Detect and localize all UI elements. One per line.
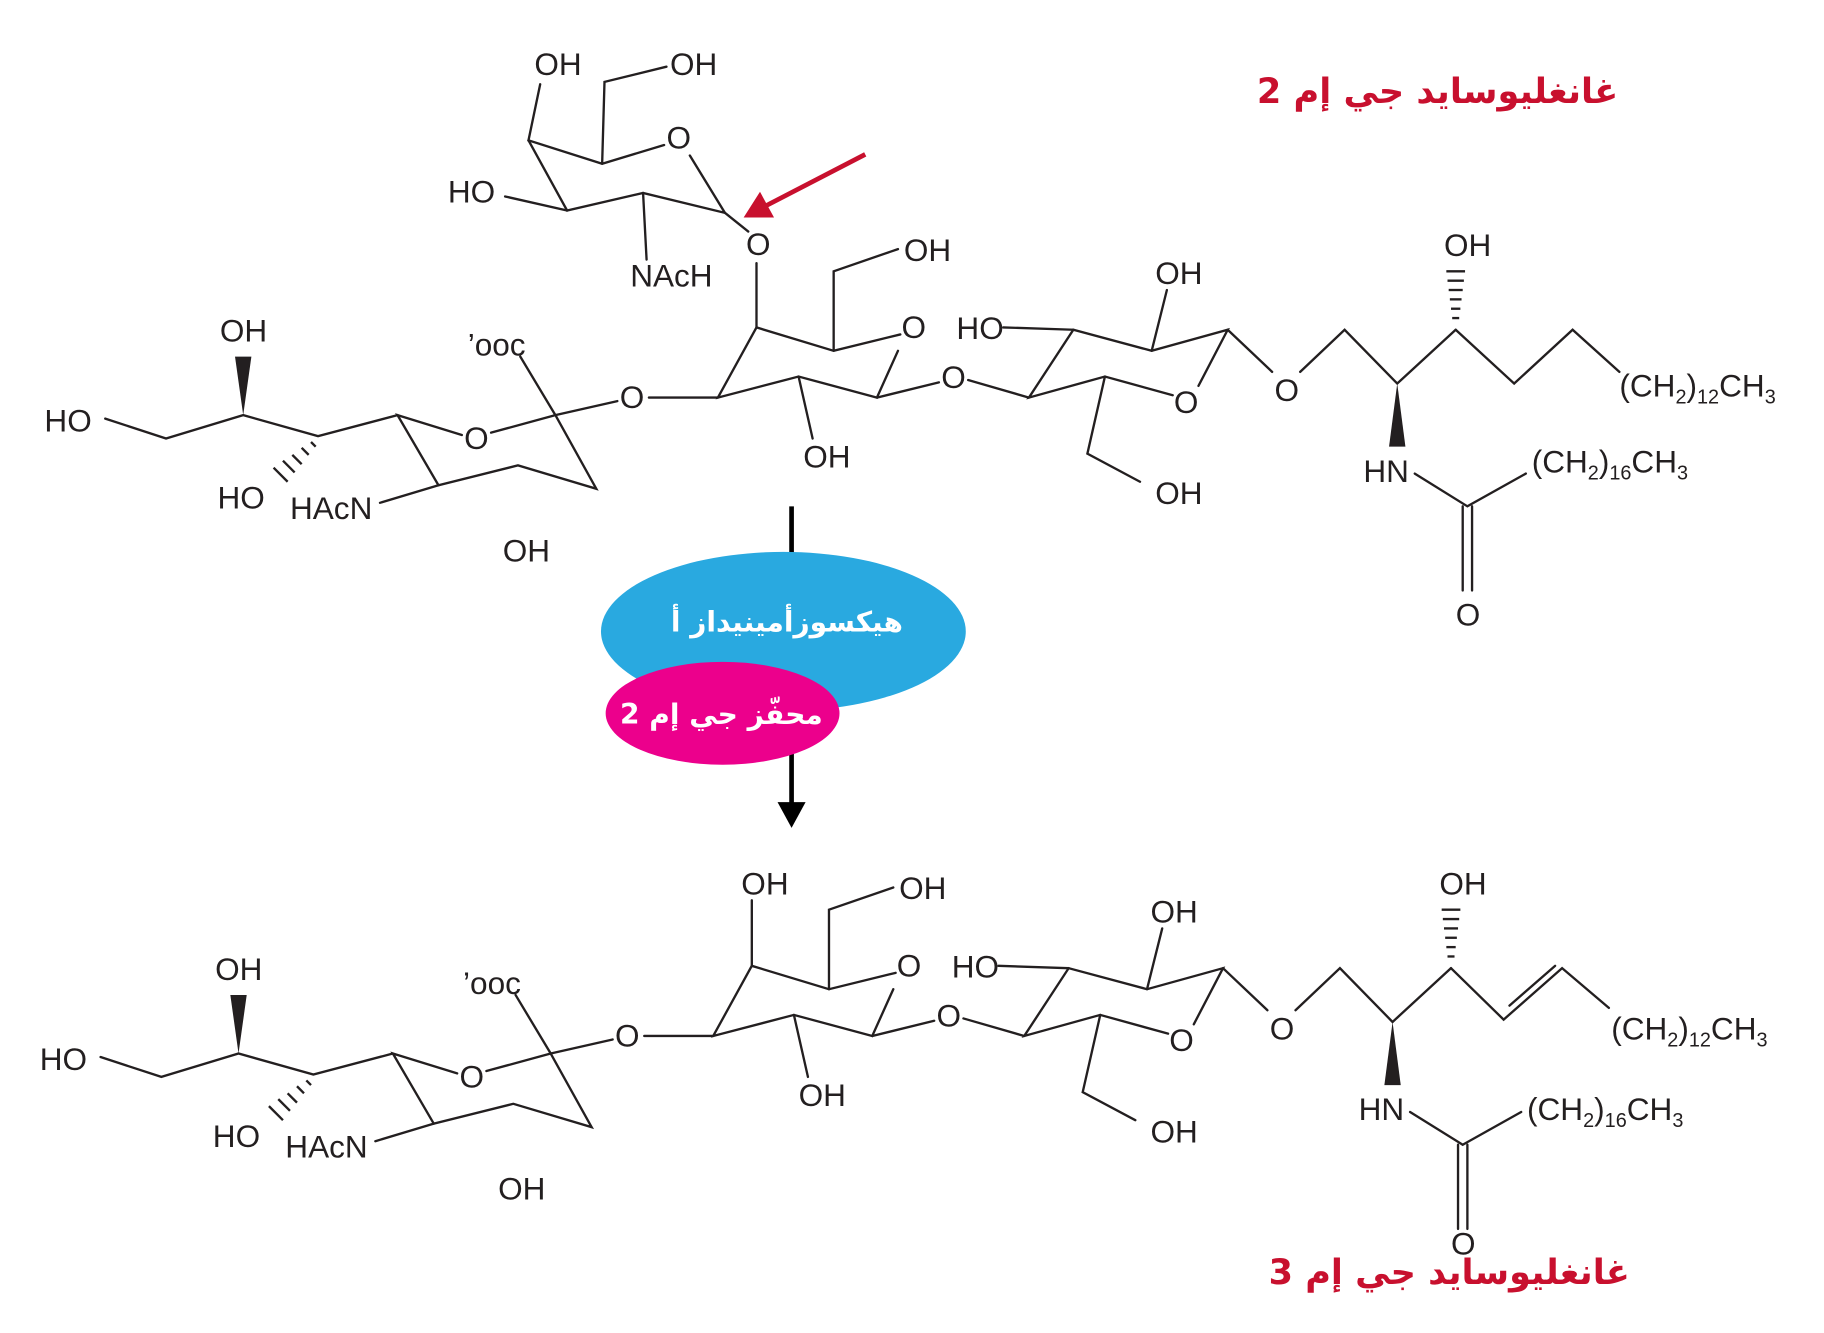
atom-label: O <box>746 226 771 262</box>
atom-label: O <box>666 120 691 156</box>
atom-label: OH <box>534 46 581 82</box>
enzyme-label: هيكسوزأمينيداز أ <box>671 603 903 638</box>
atom-label: OH <box>1155 475 1202 511</box>
atom-label: HAcN <box>290 490 372 526</box>
activator-ellipse <box>605 661 840 765</box>
atom-label: HN <box>1363 453 1409 489</box>
atom-label: OH <box>503 532 550 568</box>
atom-label: O <box>1456 597 1481 633</box>
atom-label: HO <box>956 310 1003 346</box>
atom-label: OH <box>498 1171 545 1207</box>
atom-label: HO <box>952 949 999 985</box>
atom-label: HO <box>217 480 264 516</box>
atom-label: O <box>1169 1022 1194 1058</box>
atom-label: O <box>620 379 645 415</box>
atom-label: O <box>1270 1010 1295 1046</box>
atom-label: OH <box>904 232 951 268</box>
gm3-molecule: OH OH O OH ’ooc HO O O HO HAcN OH OH O H… <box>40 866 1768 1262</box>
product-title: غانغليوسايد جي إم 3 <box>1269 1252 1630 1293</box>
atom-label: NAcH <box>630 258 712 294</box>
atom-label: O <box>937 998 962 1034</box>
atom-label: HO <box>40 1041 87 1077</box>
atom-label: O <box>460 1058 485 1094</box>
atom-label: HAcN <box>285 1129 367 1165</box>
atom-label: OH <box>1444 227 1491 263</box>
atom-label: OH <box>670 46 717 82</box>
formula-tail-16: (CH2)16CH3 <box>1532 443 1688 484</box>
activator-label: محفّز جي إم 2 <box>620 696 823 732</box>
atom-label: HO <box>448 173 495 209</box>
atom-label: HN <box>1359 1091 1405 1127</box>
atom-label: OH <box>1151 894 1198 930</box>
atom-label: O <box>1174 384 1199 420</box>
atom-label: O <box>615 1018 640 1054</box>
atom-label: O <box>941 359 966 395</box>
formula-tail-12: (CH2)12CH3 <box>1619 367 1775 408</box>
atom-label: ’ooc <box>468 326 526 362</box>
substrate-title: غانغليوسايد جي إم 2 <box>1257 71 1618 112</box>
atom-label: OH <box>741 866 788 902</box>
red-arrow <box>743 152 867 218</box>
atom-label: OH <box>215 951 262 987</box>
formula-tail-12: (CH2)12CH3 <box>1611 1010 1767 1051</box>
atom-label: OH <box>1439 866 1486 902</box>
atom-label: O <box>1451 1226 1476 1262</box>
atom-label: OH <box>899 870 946 906</box>
atom-label: O <box>1274 372 1299 408</box>
atom-label: OH <box>803 439 850 475</box>
atom-label: O <box>464 420 489 456</box>
atom-label: O <box>901 309 926 345</box>
atom-label: OH <box>220 312 267 348</box>
atom-label: OH <box>1151 1113 1198 1149</box>
atom-label: HO <box>44 402 91 438</box>
gm2-molecule: OH OH O HO NAcH O OH O OH ’ooc HO O O HO… <box>44 46 1775 633</box>
atom-label: OH <box>799 1077 846 1113</box>
atom-label: OH <box>1155 255 1202 291</box>
atom-label: HO <box>213 1118 260 1154</box>
atom-label: ’ooc <box>463 965 521 1001</box>
formula-tail-16: (CH2)16CH3 <box>1527 1091 1683 1132</box>
atom-label: O <box>897 947 922 983</box>
